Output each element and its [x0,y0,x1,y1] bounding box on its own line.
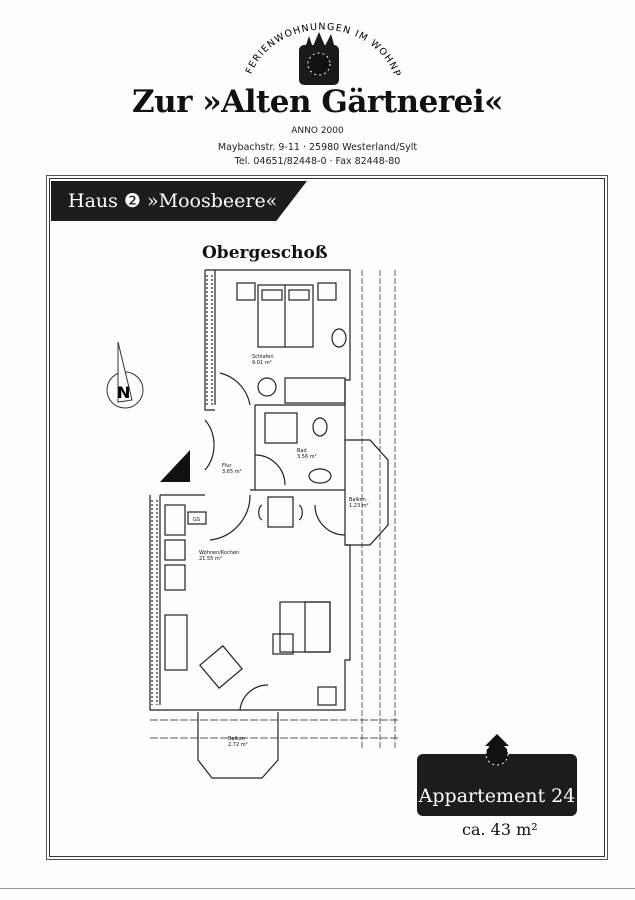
svg-text:N: N [117,383,130,402]
room-area: 3.65 m² [222,469,242,475]
room-area: 1.23 m² [349,503,369,509]
phone: Tel. 04651/82448-0 · Fax 82448-80 [234,156,401,167]
anno: ANNO 2000 [291,126,344,136]
compass-icon: N [106,341,144,409]
room-area: 3.56 m² [297,454,317,460]
room-label: Bad [297,448,307,454]
floor-label: Obergeschoß [202,243,328,263]
room-label: Balkon [349,497,366,503]
room-label: Flur [222,463,232,469]
address: Maybachstr. 9-11 · 25980 Westerland/Sylt [217,142,418,153]
apartment-label: Appartement 24 [418,785,576,807]
room-area: 21.55 m² [199,556,222,562]
divider [0,888,635,889]
gs-label: GS [193,517,200,523]
house-label: Haus ❷ »Moosbeere« [51,181,307,221]
frame [46,175,608,860]
logo: FERIENWOHNUNGEN IM WOHNPARK [0,0,401,85]
room-label: Balkon [228,736,245,742]
brand-title: Zur »Alten Gärtnerei« [131,84,504,120]
room-area: 9.01 m² [252,360,272,366]
room-label: Wohnen/Kochen [199,550,239,556]
stair-marker [160,450,190,482]
room-label: Schlafen [252,354,274,360]
apartment-badge: Appartement 24 [417,734,577,816]
apartment-size: ca. 43 m² [462,820,538,839]
room-area: 2.72 m² [228,742,248,748]
sunflower-icon [485,734,509,766]
